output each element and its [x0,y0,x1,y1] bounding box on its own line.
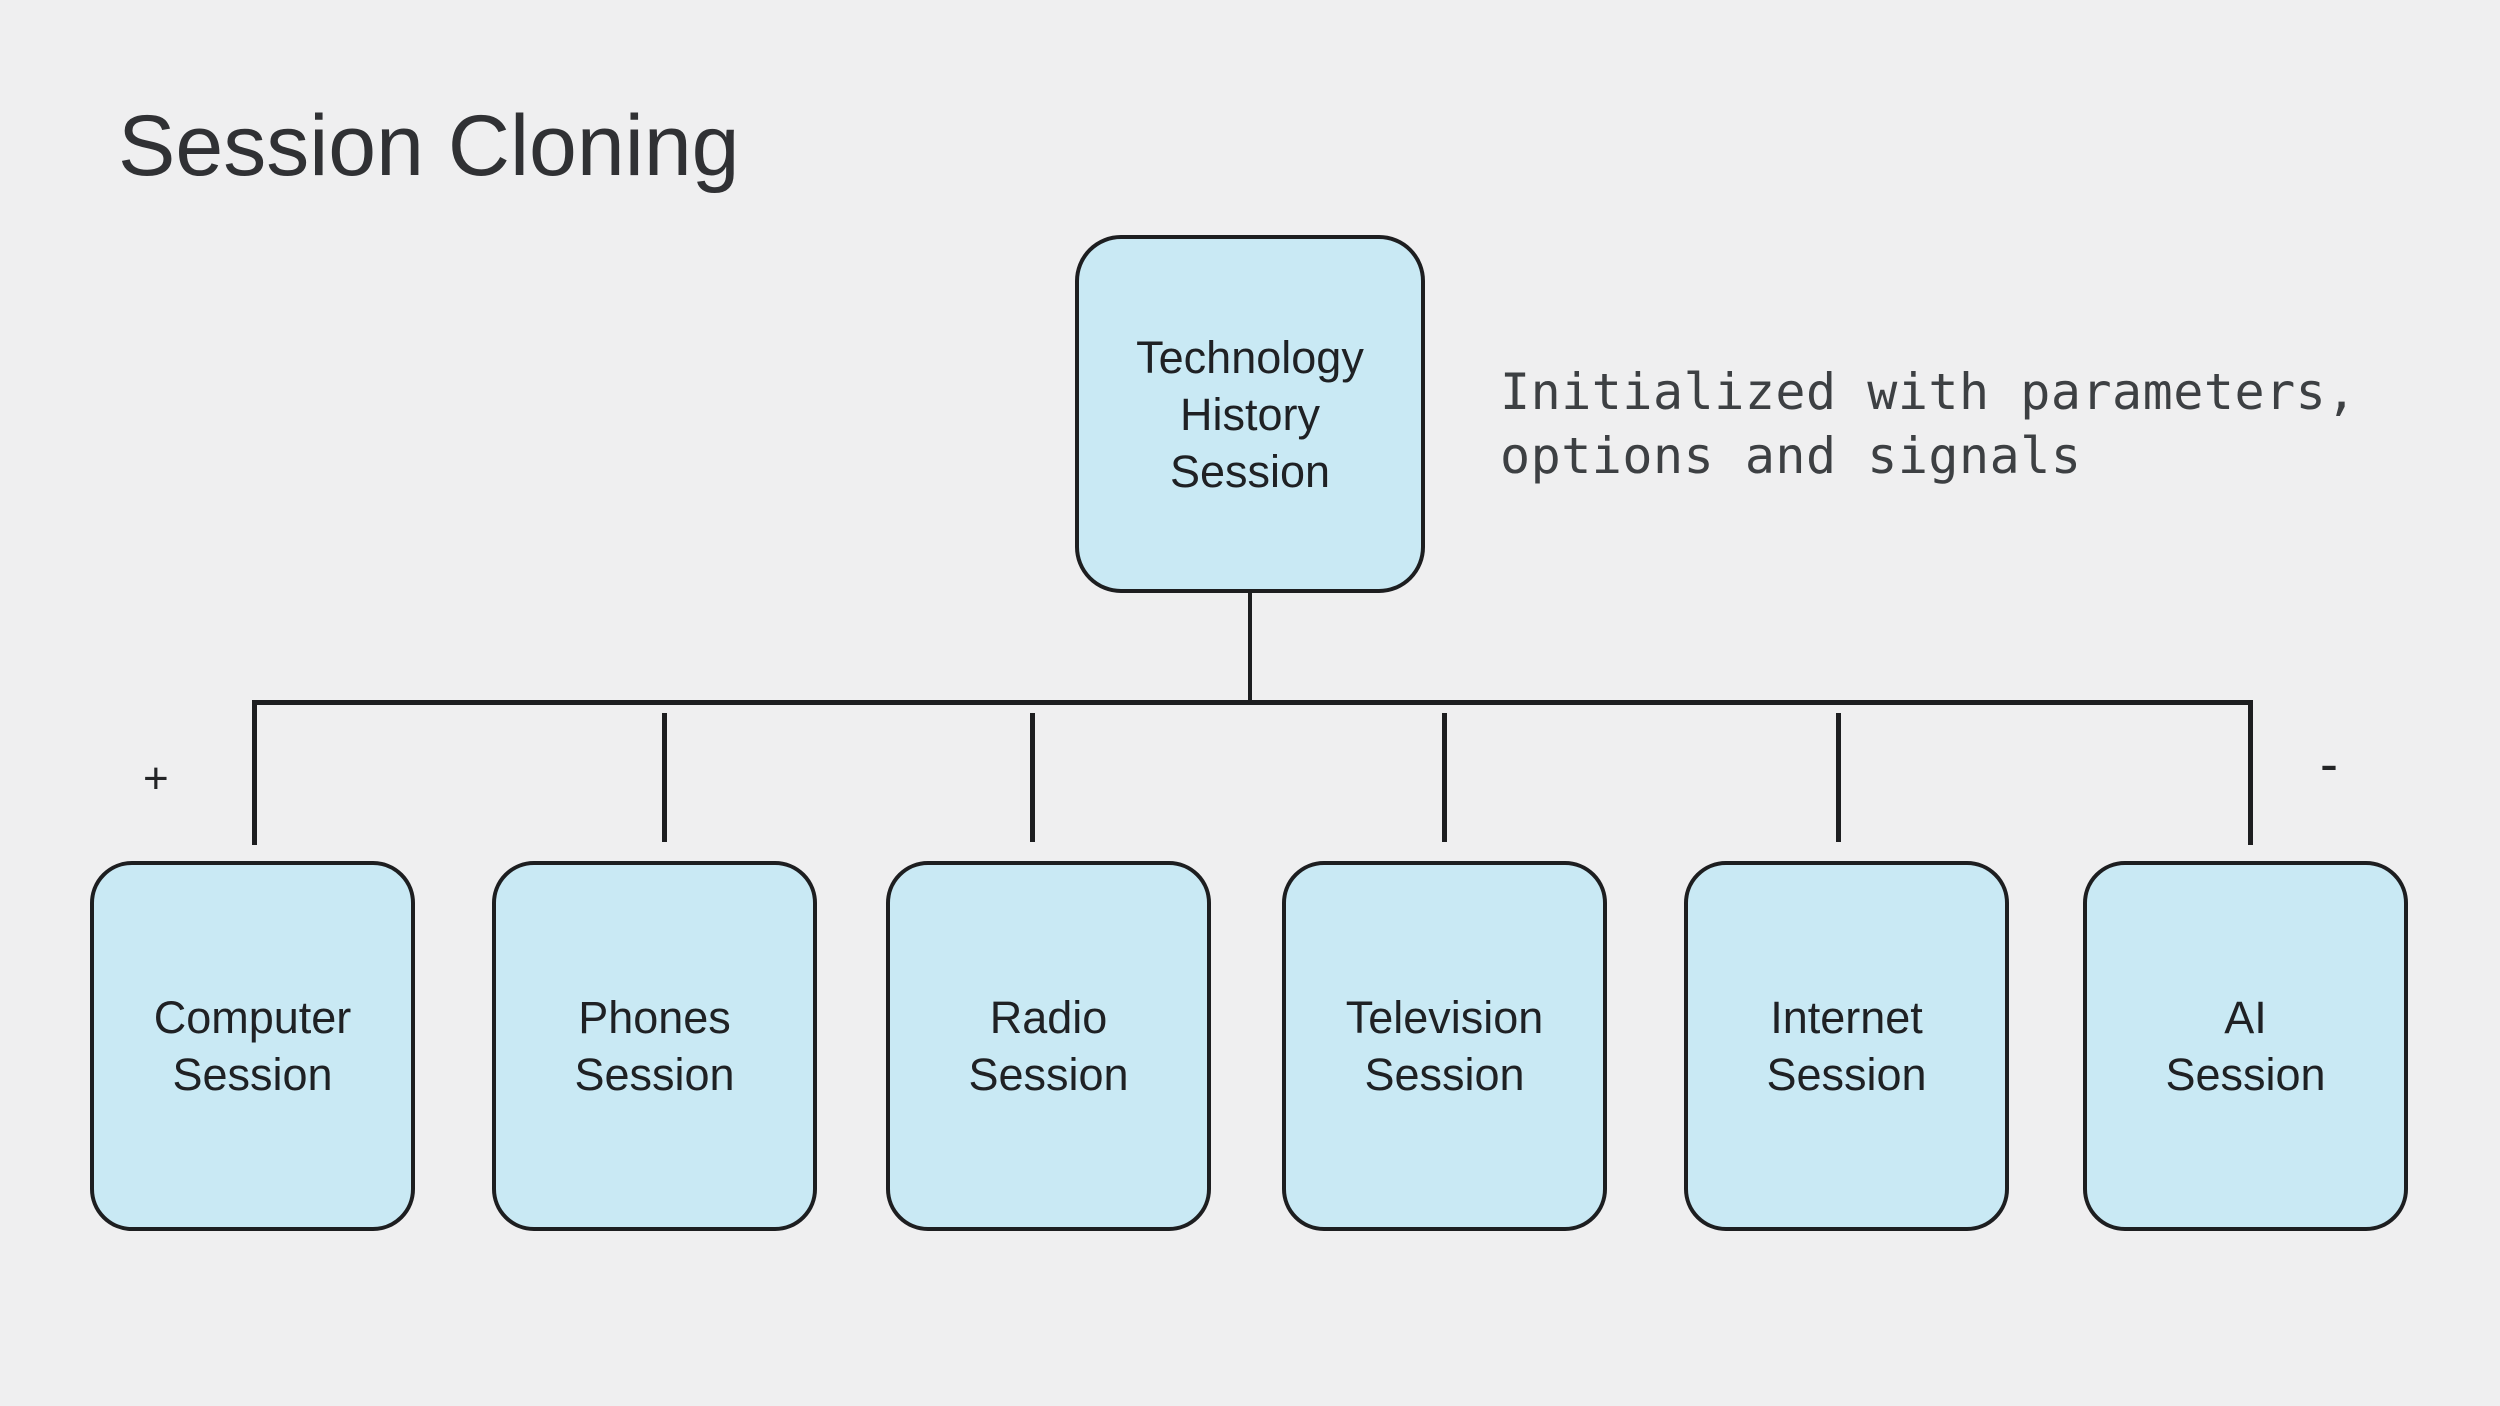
node-computer-session: Computer Session [90,861,415,1231]
connector-drop-radio [1030,713,1035,842]
node-label: Internet Session [1766,992,1927,1100]
node-label: Technology History Session [1136,331,1364,497]
node-technology-history-session: Technology History Session [1075,235,1425,593]
node-label: Radio Session [968,992,1129,1100]
connector-drop-television [1442,713,1447,842]
node-label: Television Session [1345,992,1544,1100]
connector-root-stem [1248,593,1252,700]
connector-horizontal-rail [252,700,2253,705]
plus-sign: + [143,754,169,803]
page-title: Session Cloning [118,98,740,194]
node-label: Computer Session [153,992,352,1100]
connector-drop-internet [1836,713,1841,842]
node-phones-session: Phones Session [492,861,817,1231]
connector-drop-ai [2248,700,2253,845]
node-label: Phones Session [574,992,735,1100]
node-ai-session: AI Session [2083,861,2408,1231]
connector-drop-computer [252,700,257,845]
annotation-text: Initialized with parameters, options and… [1500,363,2357,485]
node-label: AI Session [2165,992,2326,1100]
node-television-session: Television Session [1282,861,1607,1231]
minus-sign: - [2320,734,2338,794]
node-radio-session: Radio Session [886,861,1211,1231]
connector-drop-phones [662,713,667,842]
node-internet-session: Internet Session [1684,861,2009,1231]
